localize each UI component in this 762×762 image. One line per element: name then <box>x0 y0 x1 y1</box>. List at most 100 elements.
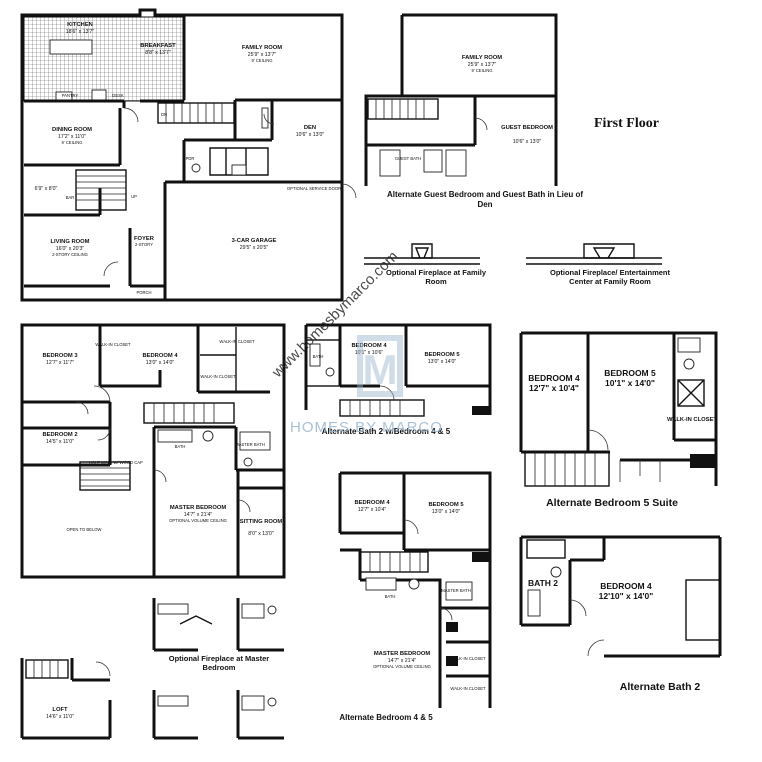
b5s-walkin-label: WALK-IN CLOSET <box>667 417 717 423</box>
kitchen-label: KITCHEN <box>67 22 93 28</box>
ab2-bedroom4-dims: 12'10" x 14'0" <box>599 591 654 601</box>
desk-label: DESK <box>112 93 124 98</box>
fireplace-family-plan <box>364 243 480 265</box>
bedroom4-label: BEDROOM 4 <box>142 353 178 359</box>
den-dims: 10'6" x 13'0" <box>296 132 325 138</box>
living-room-note: 2-STORY CEILING <box>52 252 88 257</box>
alt45-caption: Alternate Bedroom 4 & 5 <box>339 713 433 722</box>
alt-b45-caption: Alternate Bath 2 w/Bedroom 4 & 5 <box>322 427 451 436</box>
dining-room-dims: 17'2" x 11'0" <box>58 134 86 140</box>
b5s-caption: Alternate Bedroom 5 Suite <box>546 497 678 509</box>
walkin1-label: WALK-IN CLOSET <box>95 342 131 347</box>
b5s-bedroom5-label: BEDROOM 5 <box>604 368 656 378</box>
ab2-caption: Alternate Bath 2 <box>620 681 701 693</box>
logo-letter: M <box>363 346 398 393</box>
family-room-label: FAMILY ROOM <box>242 45 282 51</box>
fireplace-ent-caption: Optional Fireplace/ Entertainment Center… <box>549 268 671 286</box>
alt45-bath-label: BATH <box>385 594 396 599</box>
ab2-bath2-label: BATH 2 <box>528 578 558 588</box>
alt45-master-bath-label: MASTER BATH <box>441 588 470 593</box>
garage-dims: 29'5" x 20'5" <box>240 245 269 251</box>
optional-door-label: OPTIONAL SERVICE DOOR <box>287 186 341 191</box>
b5s-bedroom5-dims: 10'1" x 14'0" <box>605 378 655 388</box>
alt45-master-dims: 14'7" x 21'4" <box>388 658 417 664</box>
fireplace-ent-plan <box>526 243 662 265</box>
alt-bath2-45-plan <box>304 323 492 417</box>
nook-dims: 6'9" x 8'0" <box>35 186 58 192</box>
alt45-bedroom4-dims: 12'7" x 10'4" <box>358 507 387 513</box>
foyer-note: 2-STORY <box>135 242 153 247</box>
fireplace-master-caption: Optional Fireplace at Master Bedroom <box>168 654 270 672</box>
up-label: UP <box>131 194 137 199</box>
guest-bath-label: GUEST BATH <box>395 156 421 161</box>
half-wall-label: HALF WALL W/ WOOD CAP <box>89 460 143 465</box>
ab2-bedroom4-label: BEDROOM 4 <box>600 581 652 591</box>
master-bedroom-note: OPTIONAL VOLUME CEILING <box>169 518 227 523</box>
master-bedroom-label: MASTER BEDROOM <box>170 505 227 511</box>
alt-b45-bedroom4-dims: 10'1" x 10'6" <box>355 350 384 356</box>
bedroom4-dims: 13'0" x 14'0" <box>146 360 175 366</box>
kitchen-dims: 18'6" x 13'7" <box>66 29 95 35</box>
first-floor-plan <box>20 8 357 302</box>
master-bath-label: MASTER BATH <box>235 442 264 447</box>
alt-45-plan <box>338 471 492 708</box>
pantry-label: PANTRY <box>62 93 79 98</box>
fireplace-family-caption: Optional Fireplace at Family Room <box>385 268 487 286</box>
fireplace-sitting-plan <box>152 690 284 740</box>
foyer-label: FOYER <box>134 236 155 242</box>
walkin2-label: WALK-IN CLOSET <box>219 339 255 344</box>
garage-label: 3-CAR GARAGE <box>232 238 277 244</box>
alt-b45-bedroom4-label: BEDROOM 4 <box>351 343 387 349</box>
bedroom2-label: BEDROOM 2 <box>42 432 77 438</box>
guest-bedroom-dims: 10'6" x 13'0" <box>513 139 542 145</box>
alt-b5-suite-plan <box>519 331 718 487</box>
walkin3-label: WALK-IN CLOSET <box>200 374 236 379</box>
b5s-bedroom4-label: BEDROOM 4 <box>528 373 580 383</box>
pdr-label: PDR <box>186 156 195 161</box>
alt-family-room-note: 9' CEILING <box>471 68 492 73</box>
den-label: DEN <box>304 125 316 131</box>
watermark-brand: HOMES BY MARCO <box>290 419 443 436</box>
bedroom3-dims: 12'7" x 11'7" <box>46 360 74 366</box>
foyer-stairs <box>75 169 127 211</box>
loft-label: LOFT <box>52 707 68 713</box>
porch-label: PORCH <box>136 290 151 295</box>
sitting-room-dims: 8'0" x 13'0" <box>248 531 274 537</box>
second-floor-plan <box>20 323 286 579</box>
alt45-walkin-b: WALK-IN CLOSET <box>450 686 486 691</box>
dining-room-label: DINING ROOM <box>52 127 92 133</box>
alt-family-room-dims: 25'9" x 13'7" <box>468 62 497 68</box>
b5s-bedroom4-dims: 12'7" x 10'4" <box>529 383 579 393</box>
alt45-master-label: MASTER BEDROOM <box>374 651 431 657</box>
bedroom3-label: BEDROOM 3 <box>42 353 78 359</box>
dining-room-note: 9' CEILING <box>61 140 82 145</box>
homes-by-marco-logo: M <box>357 335 403 397</box>
alt-family-room-label: FAMILY ROOM <box>462 55 502 61</box>
open-to-below-label: OPEN TO BELOW <box>67 527 102 532</box>
alt-guest-plan <box>364 13 558 186</box>
master-bedroom-dims: 14'7" x 21'4" <box>184 512 213 518</box>
living-room-dims: 16'0" x 20'3" <box>56 246 85 252</box>
first-floor-labels: KITCHEN 18'6" x 13'7" BREAKFAST 8'8" x 1… <box>35 22 341 295</box>
alt-b45-bath-label: BATH <box>313 354 324 359</box>
bedroom2-dims: 14'5" x 11'0" <box>46 439 74 445</box>
alt-b45-bedroom5-dims: 13'0" x 14'0" <box>428 359 457 365</box>
dn-label: DN <box>161 112 167 117</box>
alt45-bedroom4-label: BEDROOM 4 <box>354 500 390 506</box>
family-room-note: 9' CEILING <box>251 58 272 63</box>
family-room-dims: 25'9" x 13'7" <box>248 52 277 58</box>
alt45-walkin-a: WALK-IN CLOSET <box>450 656 486 661</box>
alt-bath2-plan <box>519 535 722 658</box>
fireplace-master-plan <box>152 598 284 652</box>
living-room-label: LIVING ROOM <box>51 239 90 245</box>
breakfast-label: BREAKFAST <box>140 43 176 49</box>
alt-b45-bedroom5-label: BEDROOM 5 <box>424 352 460 358</box>
breakfast-dims: 8'8" x 13'7" <box>145 50 171 56</box>
sitting-room-label: SITTING ROOM <box>240 519 283 525</box>
alt45-bedroom5-label: BEDROOM 5 <box>428 502 464 508</box>
loft-plan <box>20 658 112 740</box>
alt45-master-note: OPTIONAL VOLUME CEILING <box>373 664 431 669</box>
bar-label: BAR <box>66 195 75 200</box>
alt45-bedroom5-dims: 13'0" x 14'0" <box>432 509 461 515</box>
